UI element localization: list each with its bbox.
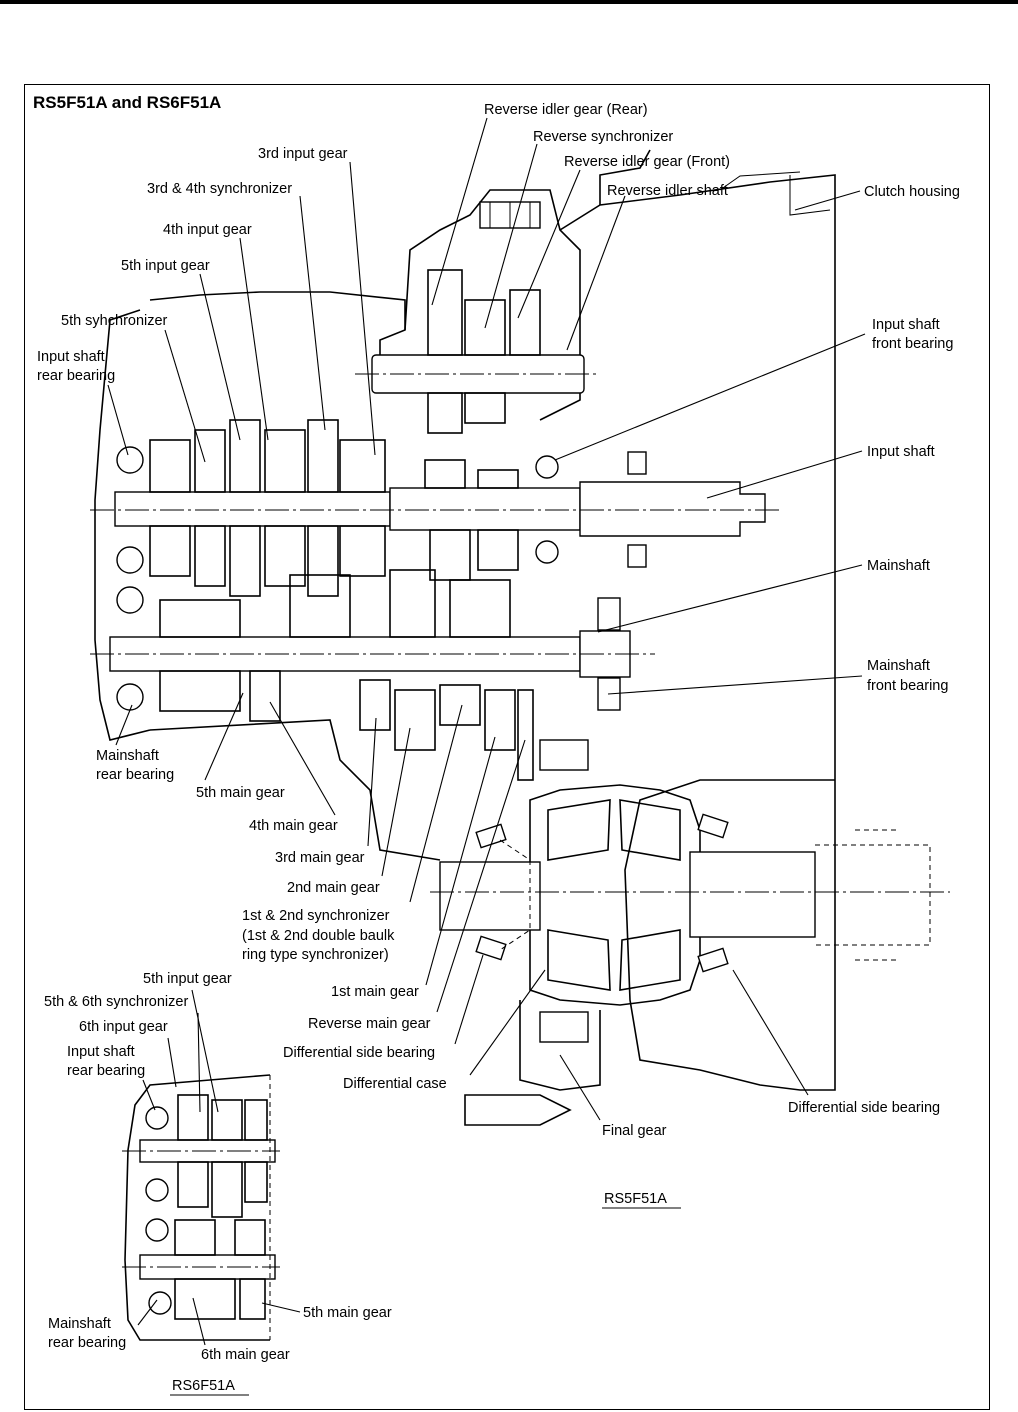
input-shaft-front-bearing-ball [535,455,559,479]
label-mainshaft-front-bearing-line1: Mainshaft [867,658,930,674]
label-differential-case: Differential case [343,1076,447,1092]
main-drawing [90,149,950,1126]
clutch-housing-flange [599,149,651,205]
label-differential-side-bearing-right: Differential side bearing [788,1100,940,1116]
label-reverse-idler-shaft: Reverse idler shaft [607,183,728,199]
label-2nd-main-gear: 2nd main gear [287,880,380,896]
label-reverse-main-gear: Reverse main gear [308,1016,431,1032]
inset-mainshaft-rear-bearing [148,1291,172,1315]
inset-label-mainshaft-rear-bearing-line2: rear bearing [48,1335,126,1351]
final-gear-bolt [464,1094,572,1126]
leader-lines [107,117,866,1346]
transaxle-case-rear [94,309,151,741]
figure-title: RS5F51A and RS6F51A [33,93,221,112]
label-mainshaft: Mainshaft [867,558,930,574]
mainshaft-front-bearing [597,597,621,631]
figure-frame [24,84,990,1410]
inset-label-6th-input-gear: 6th input gear [79,1019,168,1035]
label-mainshaft-front-bearing-line2: front bearing [867,678,948,694]
inset-label-5th-input-gear: 5th input gear [143,971,232,987]
labels: RS5F51A and RS6F51A Reverse idler gear (… [33,93,960,1396]
transaxle-case-top [149,291,406,355]
label-clutch-housing: Clutch housing [864,184,960,200]
inset-label-input-shaft-rear-bearing-line2: rear bearing [67,1063,145,1079]
label-4th-main-gear: 4th main gear [249,818,338,834]
label-1st-main-gear: 1st main gear [331,984,419,1000]
inset-input-shaft-rear-bearing [145,1106,169,1130]
label-1st-2nd-synchronizer-line3: ring type synchronizer) [242,947,389,963]
drive-shaft-phantom [815,844,931,946]
reverse-idler-housing [404,189,581,421]
label-main-model: RS5F51A [604,1191,667,1207]
inset-drawing [122,1074,280,1341]
label-input-shaft-rear-bearing-line2: rear bearing [37,368,115,384]
differential-right-side-gear [689,851,816,938]
input-shaft-front-section [579,481,766,537]
differential-left-side-gear [439,861,541,931]
label-5th-main-gear: 5th main gear [196,785,285,801]
label-reverse-synchronizer: Reverse synchronizer [533,129,673,145]
transaxle-case-bottom [149,719,441,861]
label-3rd-4th-synchronizer: 3rd & 4th synchronizer [147,181,292,197]
label-input-shaft-front-bearing-line1: Input shaft [872,317,940,333]
inset-case-outline [124,1074,271,1341]
label-3rd-main-gear: 3rd main gear [275,850,365,866]
label-mainshaft-rear-bearing-line2: rear bearing [96,767,174,783]
label-5th-input-gear: 5th input gear [121,258,210,274]
label-3rd-input-gear: 3rd input gear [258,146,348,162]
inset-label-5th-6th-synchronizer: 5th & 6th synchronizer [44,994,188,1010]
differential-case [529,784,701,1006]
label-input-shaft-rear-bearing-line1: Input shaft [37,349,105,365]
label-inset-model: RS6F51A [172,1378,235,1394]
label-input-shaft: Input shaft [867,444,935,460]
inset-label-5th-main-gear: 5th main gear [303,1305,392,1321]
label-reverse-idler-gear-rear: Reverse idler gear (Rear) [484,102,648,118]
mainshaft-rear-bearing-ball [116,683,144,711]
label-input-shaft-front-bearing-line2: front bearing [872,336,953,352]
clutch-housing-outline [559,174,836,1091]
page-top-rule [0,0,1018,4]
label-mainshaft-rear-bearing-line1: Mainshaft [96,748,159,764]
label-reverse-idler-gear-front: Reverse idler gear (Front) [564,154,730,170]
label-final-gear: Final gear [602,1123,667,1139]
label-4th-input-gear: 4th input gear [163,222,252,238]
inset-label-mainshaft-rear-bearing-line1: Mainshaft [48,1316,111,1332]
input-shaft-gear-section [389,487,581,531]
input-shaft-rear-bearing-ball [116,446,144,474]
label-5th-synchronizer: 5th syhchronizer [61,313,168,329]
label-1st-2nd-synchronizer-line2: (1st & 2nd double baulk [242,928,395,944]
label-1st-2nd-synchronizer-line1: 1st & 2nd synchronizer [242,908,390,924]
inset-label-input-shaft-rear-bearing-line1: Input shaft [67,1044,135,1060]
final-gear [519,1000,601,1091]
input-shaft-rear-section [114,491,391,527]
inset-label-6th-main-gear: 6th main gear [201,1347,290,1363]
label-differential-side-bearing-left: Differential side bearing [283,1045,435,1061]
